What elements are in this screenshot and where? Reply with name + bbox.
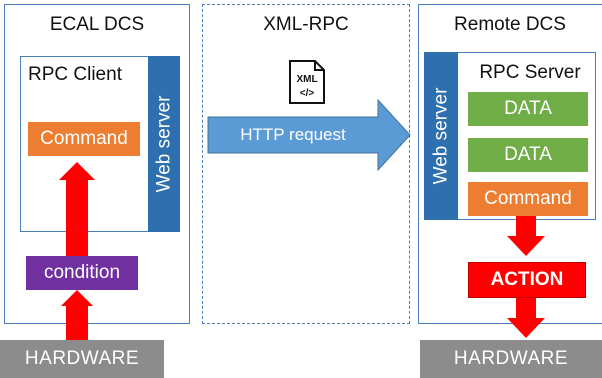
xml-icon-text: XML [296,74,317,85]
xml-file-icon: XML </> [289,60,325,104]
arrow-up-upper [59,162,95,256]
arrow-up-lower [61,290,93,340]
hardware-right: HARDWARE [420,340,602,378]
xml-icon-tag: </> [300,88,315,99]
rpc-client-title: RPC Client [28,64,122,85]
web-server-right: Web server [424,52,458,220]
hardware-left: HARDWARE [0,340,164,378]
xml-rpc-panel [202,4,410,324]
web-server-left: Web server [148,56,180,232]
http-request-label: HTTP request [240,125,346,144]
arrow-down-upper [507,216,545,256]
condition-box: condition [26,256,138,290]
command-box-left: Command [28,122,140,156]
remote-dcs-title: Remote DCS [454,14,566,35]
rpc-server-title: RPC Server [479,62,581,83]
data-box-2: DATA [468,138,588,172]
xml-rpc-title: XML-RPC [263,14,349,35]
arrow-down-lower [507,298,545,338]
command-box-right: Command [468,182,588,216]
ecal-dcs-title: ECAL DCS [49,14,145,35]
action-box: ACTION [468,262,586,298]
data-box-1: DATA [468,92,588,126]
